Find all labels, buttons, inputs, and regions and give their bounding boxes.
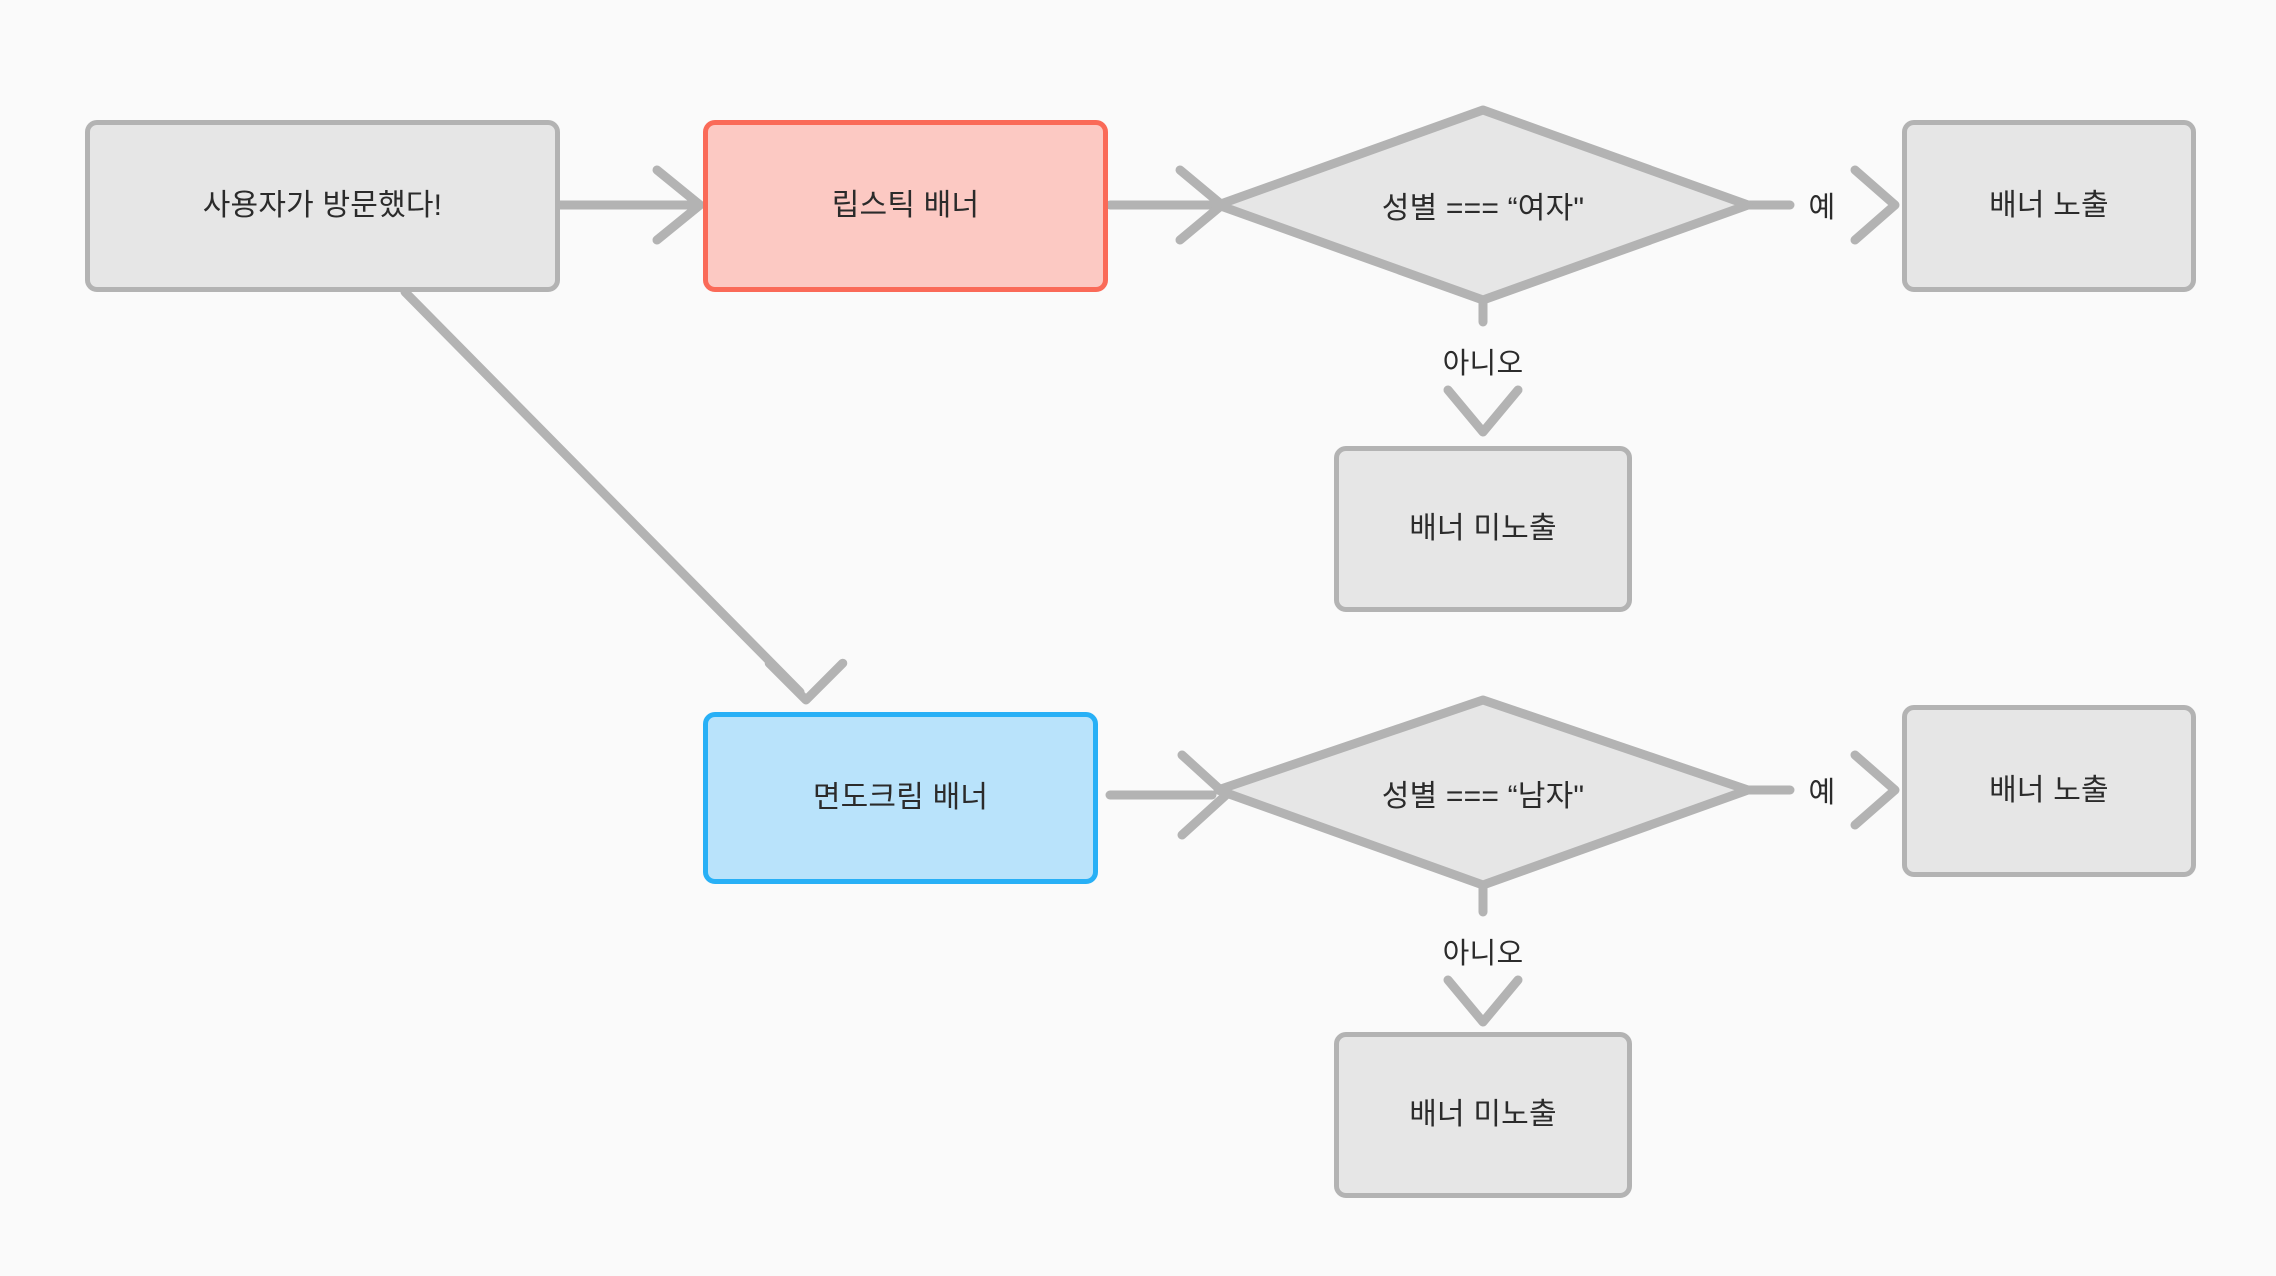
- node-cond-female-label: 성별 === “여자": [1381, 192, 1585, 225]
- edge-label-yes-top: 예: [1808, 192, 1836, 224]
- node-lipstick-banner-label: 립스틱 배너: [831, 188, 980, 222]
- node-shavecream-banner[interactable]: 면도크림 배너: [703, 712, 1098, 884]
- node-shavecream-banner-label: 면도크림 배너: [812, 780, 989, 814]
- edge-label-yes-bottom: 예: [1808, 777, 1836, 809]
- node-show-banner-bottom-label: 배너 노출: [1989, 773, 2109, 807]
- node-cond-male[interactable]: 성별 === “남자": [1218, 700, 1748, 885]
- node-cond-female[interactable]: 성별 === “여자": [1218, 110, 1748, 300]
- node-hide-banner-bottom[interactable]: 배너 미노출: [1334, 1032, 1632, 1198]
- node-show-banner-top-label: 배너 노출: [1989, 188, 2109, 222]
- node-show-banner-top[interactable]: 배너 노출: [1902, 120, 2196, 292]
- node-lipstick-banner[interactable]: 립스틱 배너: [703, 120, 1108, 292]
- node-start[interactable]: 사용자가 방문했다!: [85, 120, 560, 292]
- node-start-label: 사용자가 방문했다!: [202, 188, 443, 222]
- edge-label-no-top: 아니오: [1442, 348, 1524, 380]
- edge-shavecream-to-cond-male: [1105, 750, 1231, 840]
- node-hide-banner-bottom-label: 배너 미노출: [1409, 1097, 1557, 1131]
- node-show-banner-bottom[interactable]: 배너 노출: [1902, 705, 2196, 877]
- edge-lipstick-to-cond-female: [1105, 165, 1227, 245]
- node-cond-male-label: 성별 === “남자": [1381, 779, 1585, 813]
- node-hide-banner-top[interactable]: 배너 미노출: [1334, 446, 1632, 612]
- node-hide-banner-top-label: 배너 미노출: [1409, 511, 1557, 545]
- edge-label-no-bottom: 아니오: [1442, 938, 1524, 970]
- edge-start-to-shavecream: [400, 287, 848, 705]
- edge-start-to-lipstick: [555, 165, 705, 245]
